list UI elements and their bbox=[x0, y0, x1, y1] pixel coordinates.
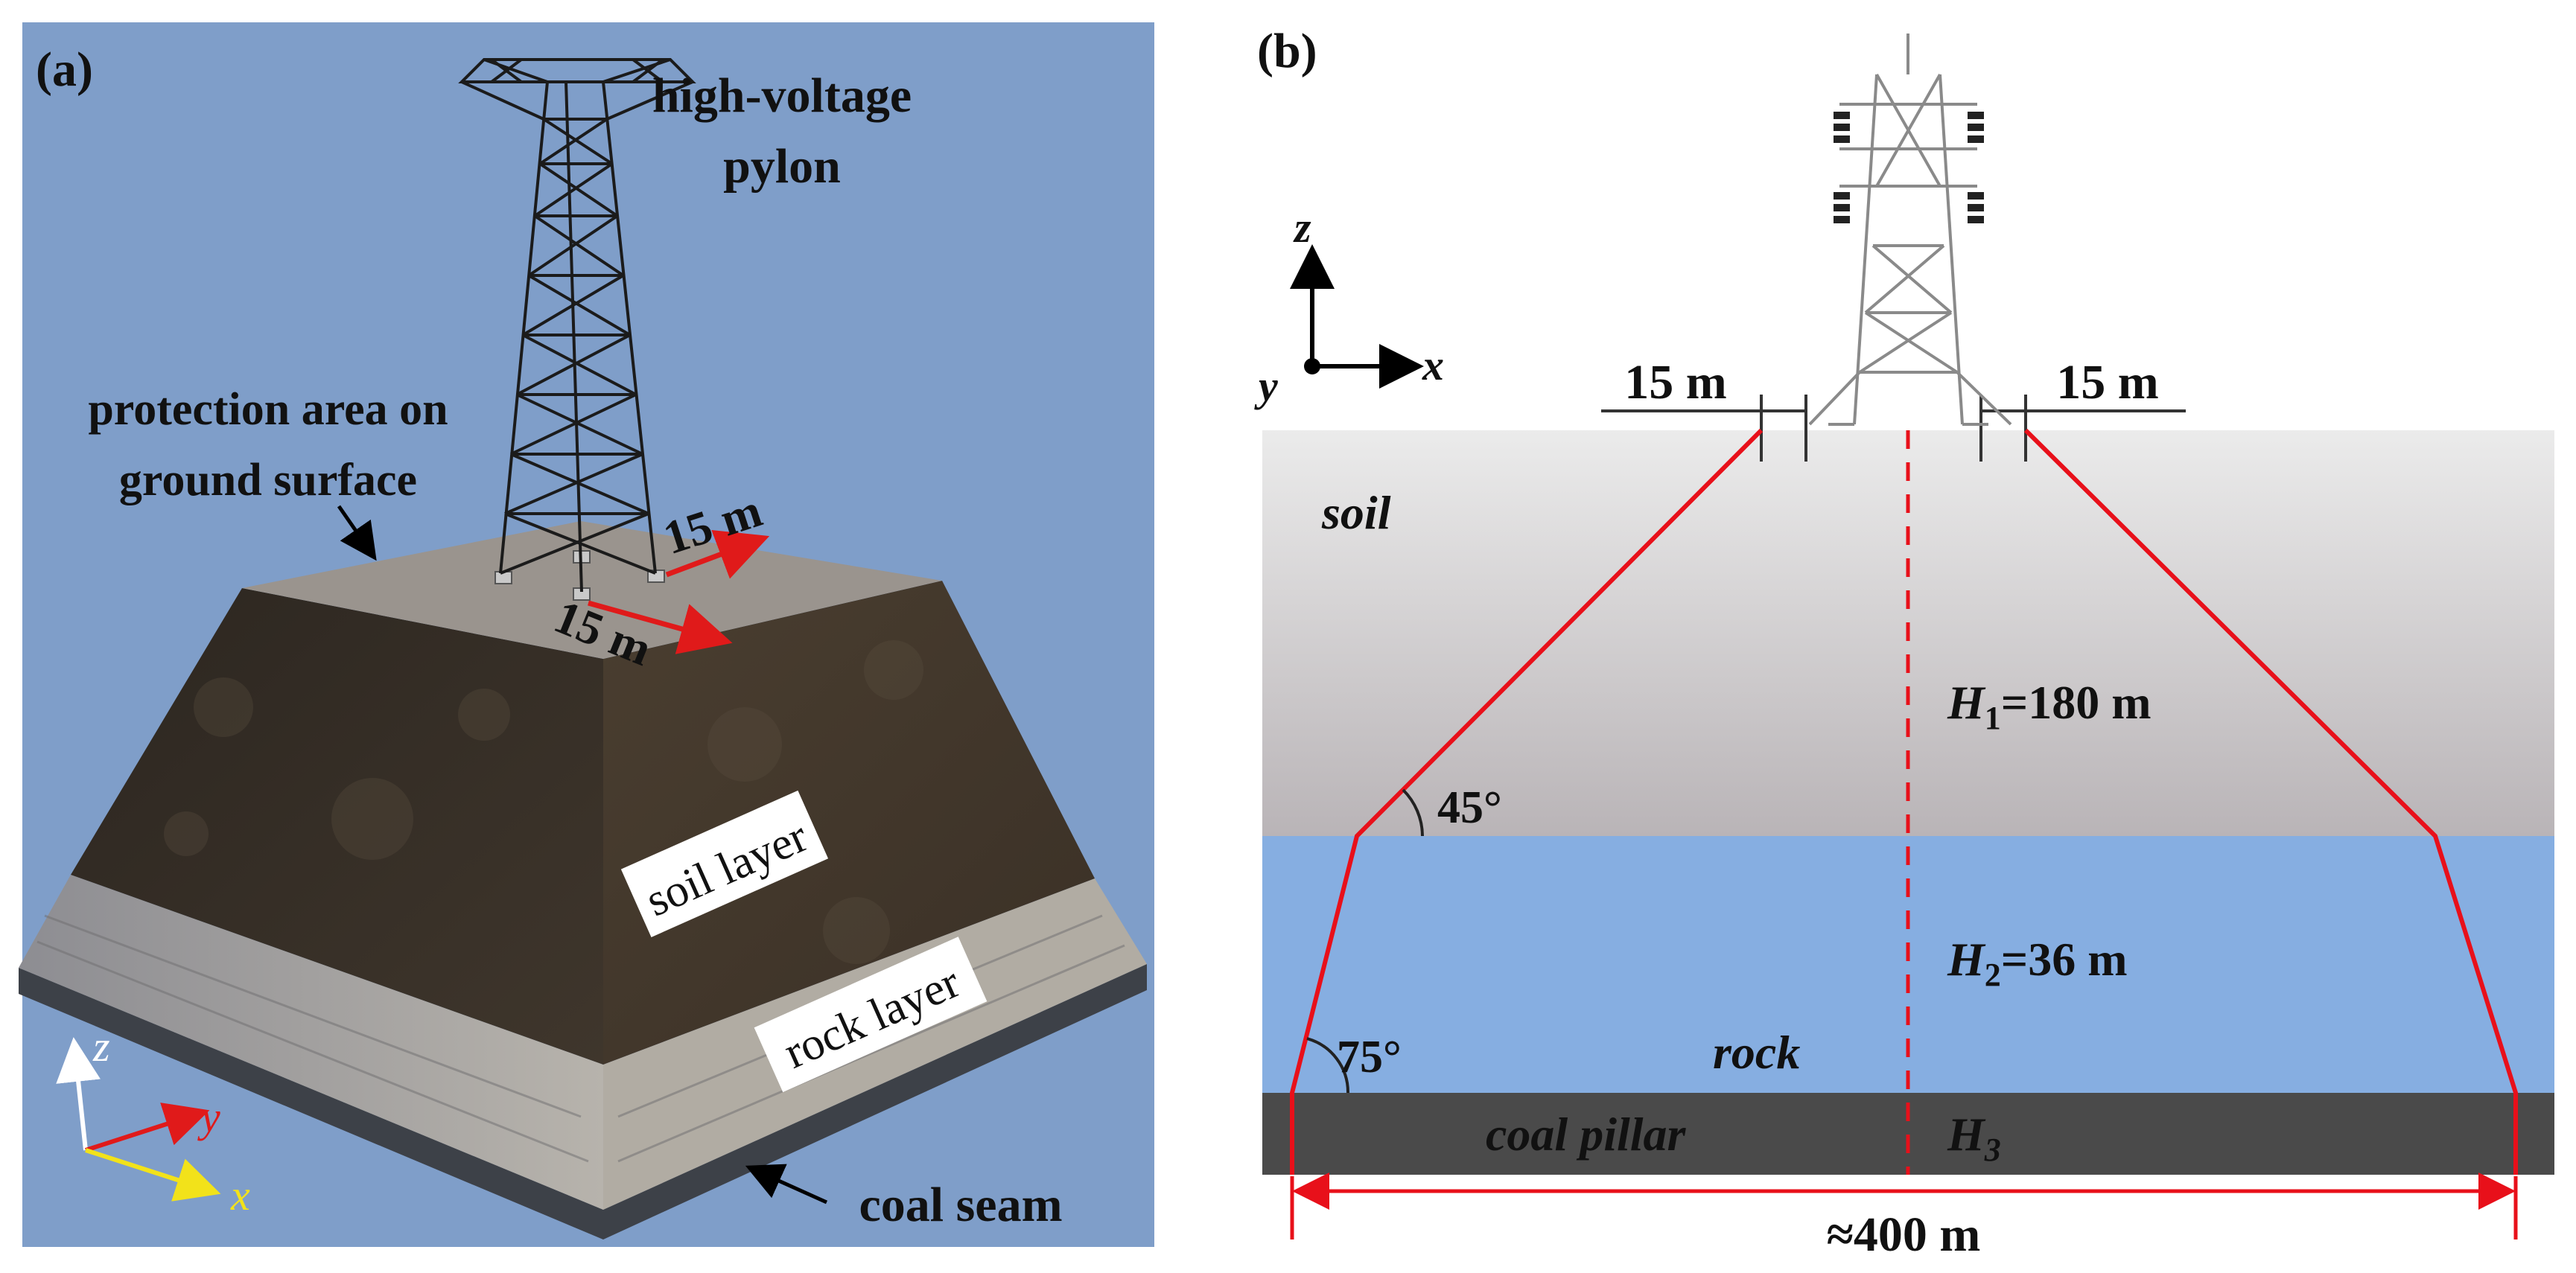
axis-a-y-arrow bbox=[85, 1103, 210, 1152]
h2-label: H2=36 m bbox=[1947, 933, 2128, 993]
axis-a-x-label: x bbox=[230, 1171, 250, 1219]
axis-b-z-label: z bbox=[1293, 203, 1311, 252]
h3-label: H3 bbox=[1947, 1108, 2001, 1168]
boundary-right bbox=[2023, 428, 2518, 1175]
soil-layer-right-face bbox=[603, 581, 1095, 1065]
rock-layer-left-face bbox=[19, 875, 603, 1210]
angle-45-label: 45° bbox=[1437, 782, 1502, 833]
soil-layer-left-face bbox=[71, 588, 603, 1065]
dim-arrow-1 bbox=[665, 529, 770, 579]
panel-a-tag: (a) bbox=[36, 42, 93, 97]
dim-left-label: 15 m bbox=[1624, 355, 1726, 409]
angle-75-label: 75° bbox=[1337, 1032, 1402, 1082]
boundary-left bbox=[1290, 428, 1764, 1175]
pylon-outline-icon bbox=[1808, 34, 2012, 426]
coal-seam-pointer bbox=[745, 1164, 828, 1205]
soil-label: soil bbox=[1321, 486, 1391, 539]
panel-a: (a) high-voltage pylon protection area o… bbox=[19, 22, 1154, 1247]
pylon-lattice-icon bbox=[458, 58, 696, 593]
axis-a-z-label: z bbox=[92, 1022, 110, 1071]
coal-pillar-label: coal pillar bbox=[1486, 1108, 1687, 1161]
pylon-label-line2: pylon bbox=[723, 139, 841, 194]
angle-75-arc bbox=[1306, 1037, 1350, 1094]
angle-45-arc bbox=[1402, 788, 1424, 837]
dim-arrow-2 bbox=[588, 600, 733, 654]
axis-b-x-label: x bbox=[1422, 341, 1444, 389]
protection-label-line1: protection area on bbox=[88, 384, 448, 435]
dim-right-label: 15 m bbox=[2056, 355, 2158, 409]
h1-label: H1=180 m bbox=[1947, 676, 2152, 736]
width-label: ≈400 m bbox=[1827, 1207, 1981, 1262]
axis-a-y-label: y bbox=[197, 1093, 220, 1141]
axis-b-origin bbox=[1304, 358, 1320, 374]
protection-pointer bbox=[337, 505, 377, 561]
protection-label-line2: ground surface bbox=[119, 455, 417, 505]
rock-label: rock bbox=[1713, 1026, 1800, 1079]
rock-texture bbox=[36, 914, 1125, 1163]
axis-a-x-arrow bbox=[85, 1148, 221, 1202]
coal-seam-label: coal seam bbox=[859, 1178, 1062, 1232]
pylon-label-line1: high-voltage bbox=[652, 68, 912, 123]
panel-b-tag: (b) bbox=[1257, 24, 1317, 78]
panel-b: (b) z x y 15 m 15 m soil rock coal pilla… bbox=[1254, 24, 2554, 1262]
axis-a-z-arrow bbox=[56, 1037, 101, 1151]
soil-texture bbox=[164, 640, 923, 964]
insulator-icons bbox=[1834, 112, 1984, 223]
dim-ticks bbox=[1760, 395, 2027, 462]
axis-b-y-label: y bbox=[1254, 362, 1278, 410]
